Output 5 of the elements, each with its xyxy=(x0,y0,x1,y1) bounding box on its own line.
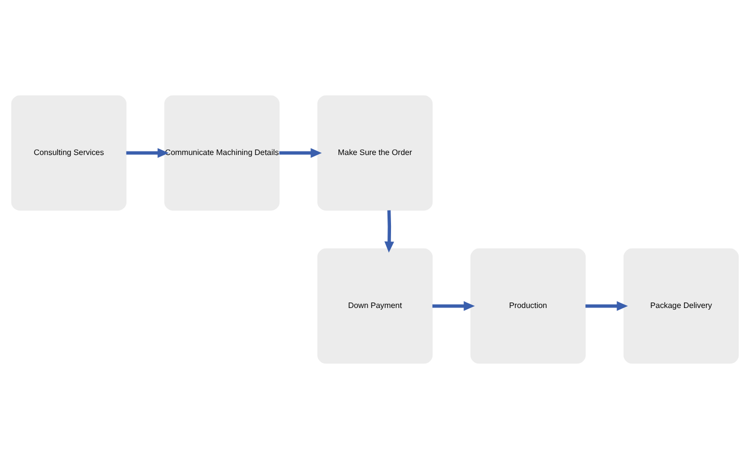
arrow xyxy=(126,148,169,158)
arrow xyxy=(432,301,475,311)
arrow xyxy=(279,148,322,158)
arrow xyxy=(585,301,628,311)
arrow xyxy=(384,210,394,253)
